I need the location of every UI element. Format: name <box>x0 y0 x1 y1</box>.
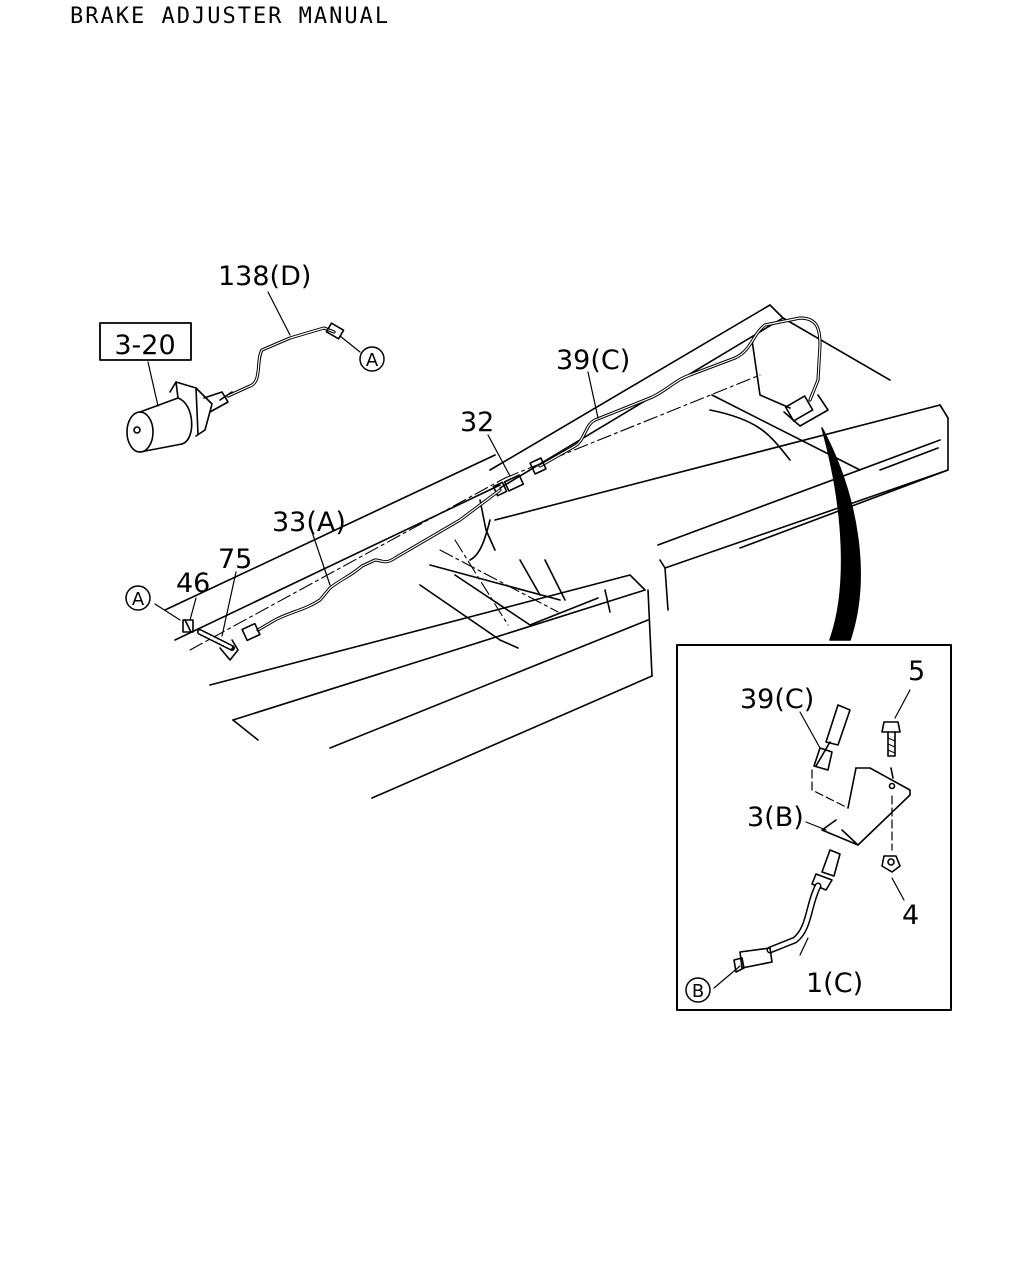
label-detail-4: 4 <box>902 900 919 931</box>
callout-b-detail: B <box>685 977 711 1003</box>
svg-text:B: B <box>692 981 704 1002</box>
label-part-39: 39(C) <box>556 345 630 376</box>
chassis-frame <box>164 304 949 799</box>
detail-parts <box>733 704 911 973</box>
detail-box <box>676 644 952 1011</box>
callout-a-top: A <box>359 346 385 372</box>
fitting-32 <box>492 474 525 497</box>
svg-text:A: A <box>366 350 379 371</box>
leader-lines <box>147 291 911 989</box>
detail-pointer <box>821 427 861 641</box>
label-part-32: 32 <box>460 407 494 438</box>
label-part-33: 33(A) <box>272 507 346 538</box>
label-detail-1: 1(C) <box>806 968 863 999</box>
label-detail-3: 3(B) <box>747 802 804 833</box>
label-detail-39: 39(C) <box>740 684 814 715</box>
brake-pipe-33 <box>241 488 502 642</box>
brake-pipe-138 <box>226 322 361 398</box>
brake-pipe-39 <box>529 316 829 475</box>
hose-75 <box>197 629 239 661</box>
callout-a-left: A <box>125 585 151 611</box>
svg-text:A: A <box>132 589 145 610</box>
diagram-title: BRAKE ADJUSTER MANUAL <box>70 4 391 29</box>
label-part-75: 75 <box>218 544 252 575</box>
brake-adjuster-unit <box>126 381 233 453</box>
label-detail-5: 5 <box>908 656 925 687</box>
reference-box <box>99 322 192 361</box>
label-part-138: 138(D) <box>218 261 311 292</box>
label-ref-3-20: 3-20 <box>114 330 175 361</box>
nut-46 <box>182 619 194 633</box>
label-part-46: 46 <box>176 568 210 599</box>
